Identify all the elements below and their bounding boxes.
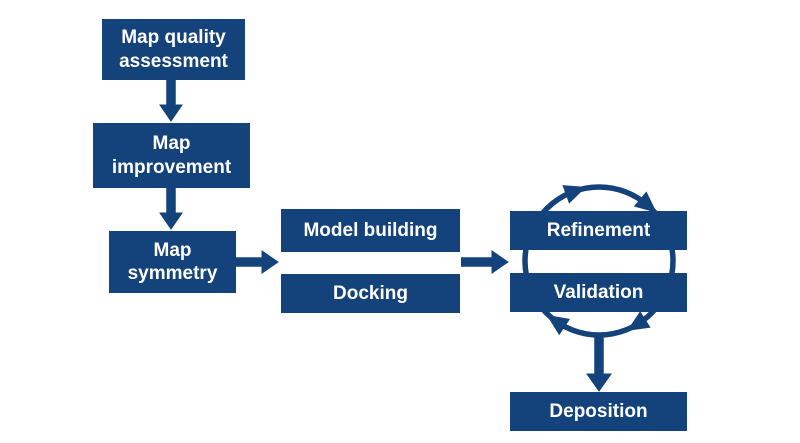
node-map-symmetry: Map symmetry — [109, 231, 236, 293]
node-deposition: Deposition — [510, 392, 687, 431]
cycle-arrowhead-top-left-icon — [562, 185, 587, 204]
arrow-improvement-to-symmetry-head-icon — [159, 212, 183, 230]
node-docking: Docking — [281, 274, 460, 313]
cycle-arrowhead-bottom-right-icon — [626, 311, 651, 331]
cycle-circle — [522, 184, 676, 338]
node-map-quality-assessment: Map quality assessment — [102, 19, 245, 80]
node-validation: Validation — [510, 273, 687, 312]
cycle-arrowhead-bottom-left-icon — [546, 314, 571, 336]
arrow-symmetry-to-modelling-head-icon — [261, 250, 279, 274]
node-model-building: Model building — [281, 209, 460, 252]
arrow-quality-to-improvement-head-icon — [159, 104, 183, 122]
arrow-cycle-to-deposition-head-icon — [586, 373, 612, 392]
node-map-improvement: Map improvement — [93, 123, 250, 188]
node-refinement: Refinement — [510, 211, 687, 250]
cycle-arrowhead-top-right-icon — [633, 191, 657, 213]
arrow-modelling-to-refinement-head-icon — [491, 250, 509, 274]
